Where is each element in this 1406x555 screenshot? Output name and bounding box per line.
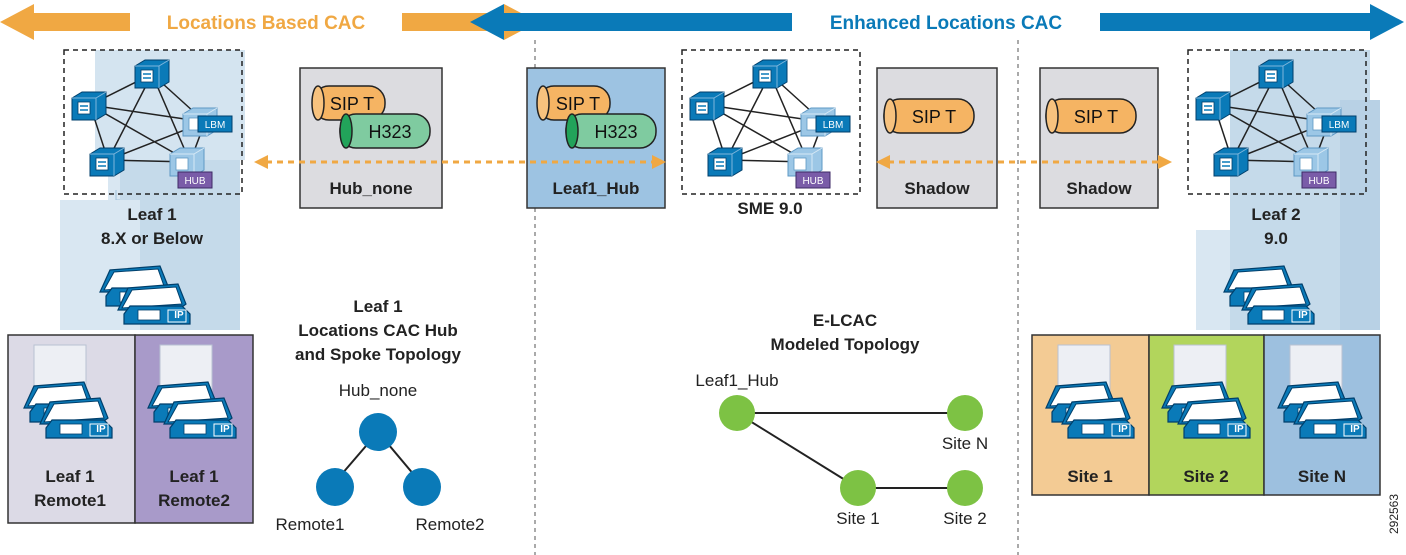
site-2-box: IP Site 2 (1148, 334, 1265, 496)
leaf1-remote1: IP Leaf 1 Remote1 (7, 334, 136, 524)
leaf1-lbm-label: LBM (205, 120, 226, 131)
ip-badge: IP (1298, 310, 1308, 321)
ip-badge: IP (1234, 424, 1244, 435)
h323-trunk-label: H323 (368, 122, 411, 142)
leaf2-hub-badge: HUB (1308, 176, 1329, 187)
leaf1-hub-node-label: Leaf1_Hub (695, 371, 778, 390)
leaf1-title: Leaf 1 (127, 205, 176, 224)
shadow-label: Shadow (1066, 179, 1132, 198)
remote1-line1: Leaf 1 (45, 467, 94, 486)
sme-lbm-label: LBM (823, 120, 844, 131)
ip-badge: IP (1118, 424, 1128, 435)
hub-spoke-topology: Leaf 1 Locations CAC Hub and Spoke Topol… (276, 297, 485, 534)
remote2-line1: Leaf 1 (169, 467, 218, 486)
remote1-node-label: Remote1 (276, 515, 345, 534)
hub-spoke-title-2: Locations CAC Hub (298, 321, 458, 340)
ip-badge: IP (174, 310, 184, 321)
leaf1-hub-label: Leaf1_Hub (553, 179, 640, 198)
trunk-connector-right (876, 155, 1172, 169)
leaf1-cluster: LBM HUB Leaf 1 8.X or Below IP (60, 49, 245, 330)
sip-trunk-label: SIP T (330, 94, 374, 114)
leaf2-title: Leaf 2 (1251, 205, 1300, 224)
shadow-trunk-box-mid: SIP T Shadow (876, 67, 998, 209)
sip-trunk-label: SIP T (912, 107, 956, 127)
remote2-line2: Remote2 (158, 491, 230, 510)
site-n-box: IP Site N (1263, 334, 1381, 496)
leaf2-version: 9.0 (1264, 229, 1288, 248)
hub-none-node-label: Hub_none (339, 381, 417, 400)
site-2-node (947, 470, 983, 506)
site-1-node-label: Site 1 (836, 509, 879, 528)
ip-badge: IP (220, 424, 230, 435)
sme-label: SME 9.0 (737, 199, 802, 218)
h323-trunk-label: H323 (594, 122, 637, 142)
leaf1-hub-badge: HUB (184, 176, 205, 187)
sme-hub-badge: HUB (802, 176, 823, 187)
locations-based-cac-label: Locations Based CAC (167, 13, 366, 34)
site-2-label: Site 2 (1183, 467, 1228, 486)
remote1-line2: Remote1 (34, 491, 106, 510)
leaf2-cluster-box (1187, 49, 1367, 195)
sme-cluster-box (681, 49, 861, 195)
locations-based-cac-banner: Locations Based CAC (0, 4, 538, 40)
leaf1-remote2: IP Leaf 1 Remote2 (134, 334, 254, 524)
sip-trunk-label: SIP T (556, 94, 600, 114)
enhanced-locations-cac-banner: Enhanced Locations CAC (470, 4, 1404, 40)
shadow-label: Shadow (904, 179, 970, 198)
hub-none-label: Hub_none (329, 179, 412, 198)
site-1-node (840, 470, 876, 506)
leaf2-cluster: LBM HUB Leaf 2 9.0 IP (1187, 49, 1380, 330)
leaf2-phones: IP (1223, 265, 1315, 325)
hub-spoke-title-3: and Spoke Topology (295, 345, 461, 364)
sme-cluster: LBM HUB SME 9.0 (681, 49, 861, 218)
sip-trunk-label: SIP T (1074, 107, 1118, 127)
remote1-node (316, 468, 354, 506)
hub-spoke-title-1: Leaf 1 (353, 297, 402, 316)
shadow-trunk-box-right: SIP T Shadow (1039, 67, 1159, 209)
elcac-title-1: E-LCAC (813, 311, 877, 330)
ip-badge: IP (1350, 424, 1360, 435)
trunk-connector-left (254, 155, 666, 169)
figure-id: 292563 (1387, 494, 1401, 534)
site-n-node (947, 395, 983, 431)
leaf1-hub-trunk-box: SIP T H323 Leaf1_Hub (526, 67, 666, 209)
hub-node (359, 413, 397, 451)
site-1-box: IP Site 1 (1031, 334, 1150, 496)
site-1-label: Site 1 (1067, 467, 1112, 486)
leaf2-lbm-label: LBM (1329, 120, 1350, 131)
site-n-node-label: Site N (942, 434, 988, 453)
ip-badge: IP (96, 424, 106, 435)
enhanced-locations-cac-label: Enhanced Locations CAC (830, 13, 1063, 34)
elcac-title-2: Modeled Topology (771, 335, 920, 354)
elcac-modeled-topology: E-LCAC Modeled Topology Leaf1_Hub Site N… (695, 311, 988, 528)
hub-none-trunk-box: SIP T H323 Hub_none (299, 67, 443, 209)
site-2-node-label: Site 2 (943, 509, 986, 528)
site-n-label: Site N (1298, 467, 1346, 486)
leaf1-version: 8.X or Below (101, 229, 204, 248)
leaf1-hub-node (719, 395, 755, 431)
leaf1-phones: IP (99, 265, 191, 325)
remote2-node-label: Remote2 (416, 515, 485, 534)
remote2-node (403, 468, 441, 506)
leaf1-cluster-box (63, 49, 243, 195)
